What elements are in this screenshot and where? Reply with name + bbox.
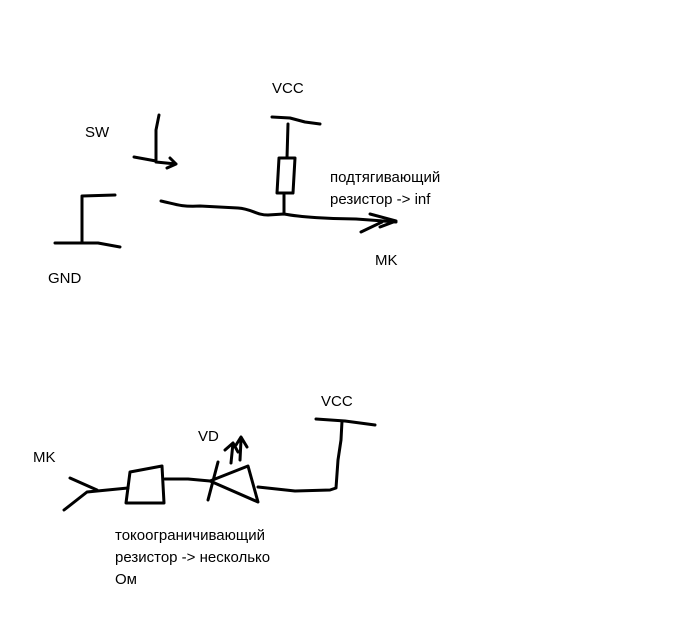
vcc-rail-bottom xyxy=(314,417,377,427)
led-to-vcc-wire xyxy=(256,419,344,493)
mk-arrow xyxy=(359,212,398,234)
limit-note-line2: резистор -> несколько xyxy=(115,549,271,566)
switch-contact xyxy=(132,113,178,170)
switch-circuit xyxy=(53,113,398,249)
sw-label: SW xyxy=(85,124,110,141)
pullup-resistor xyxy=(275,122,297,216)
gnd-label: GND xyxy=(48,270,82,287)
mk-label-bottom: MK xyxy=(33,449,56,466)
led-diode xyxy=(206,460,260,504)
limit-note-line3: Ом xyxy=(115,571,137,588)
mk-input-wire xyxy=(62,476,130,512)
ground-bracket xyxy=(53,193,122,249)
led-light-arrows xyxy=(223,435,249,465)
mk-label-top: MK xyxy=(375,252,398,269)
led-circuit xyxy=(62,417,377,512)
vcc-rail-top xyxy=(270,115,322,126)
pullup-note-line2: резистор -> inf xyxy=(330,191,431,208)
pullup-note-line1: подтягивающий xyxy=(330,169,441,186)
vcc-label-top: VCC xyxy=(272,80,304,97)
signal-wire xyxy=(159,199,398,224)
vcc-label-bottom: VCC xyxy=(321,393,353,410)
limit-resistor xyxy=(124,464,212,505)
limit-note-line1: токоограничивающий xyxy=(115,527,265,544)
vd-label: VD xyxy=(198,428,219,445)
